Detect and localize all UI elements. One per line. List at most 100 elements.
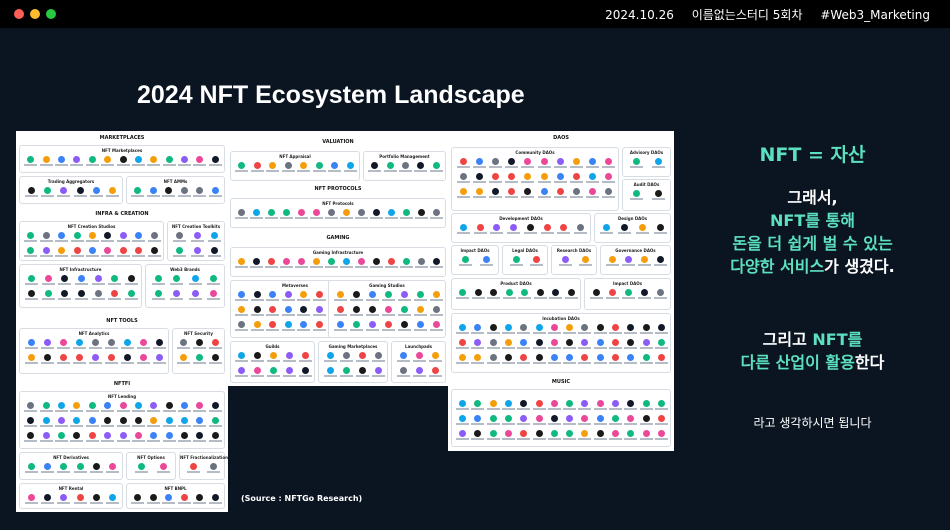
project-logo-icon xyxy=(282,367,296,377)
box-gaming-studios: Gaming Studios xyxy=(328,280,446,338)
project-logo-icon xyxy=(553,173,567,183)
box-design-daos: Design DAOs xyxy=(594,213,671,243)
box-title: Guilds xyxy=(265,344,280,349)
project-logo-icon xyxy=(593,400,607,410)
project-logo-icon xyxy=(570,188,583,198)
project-logo-icon xyxy=(70,247,84,257)
project-logo-icon xyxy=(177,494,191,504)
project-logo-icon xyxy=(529,256,543,266)
box-title: NFT AMMs xyxy=(163,179,188,184)
project-logo-icon xyxy=(593,430,607,440)
box-nft-amms: NFT AMMs xyxy=(126,176,225,204)
project-logo-icon xyxy=(489,158,502,168)
project-logo-icon xyxy=(131,494,145,504)
project-logo-icon xyxy=(40,354,54,364)
project-logo-icon xyxy=(430,209,443,219)
project-logo-icon xyxy=(578,324,592,334)
project-logo-icon xyxy=(532,415,546,425)
project-logo-icon xyxy=(177,187,191,197)
project-logo-icon xyxy=(54,432,68,442)
project-logo-icon xyxy=(88,354,102,364)
project-logo-icon xyxy=(517,324,531,334)
project-logo-icon xyxy=(517,354,531,364)
project-logo-icon xyxy=(456,158,470,168)
project-logo-icon xyxy=(471,289,485,299)
project-logo-icon xyxy=(639,339,653,349)
box-guilds: Guilds xyxy=(230,341,315,383)
project-logo-icon xyxy=(578,339,592,349)
box-nft-analytics: NFT Analytics xyxy=(19,328,169,374)
project-logo-icon xyxy=(297,306,311,316)
project-logo-icon xyxy=(540,224,554,234)
headline-text: NFT = 자산 xyxy=(759,144,866,166)
project-logo-icon xyxy=(609,354,622,364)
project-logo-icon xyxy=(297,162,311,172)
project-logo-icon xyxy=(75,290,88,300)
section-valuation: VALUATION xyxy=(322,139,354,145)
project-logo-icon xyxy=(547,339,561,349)
project-logo-icon xyxy=(521,188,535,198)
project-logo-icon xyxy=(502,339,515,349)
project-logo-icon xyxy=(570,173,583,183)
project-logo-icon xyxy=(586,158,600,168)
project-logo-icon xyxy=(413,367,426,377)
box-title: NFT Marketplaces xyxy=(101,148,143,153)
project-logo-icon xyxy=(396,367,410,377)
project-logo-icon xyxy=(429,321,443,331)
minimize-window-button[interactable] xyxy=(30,9,40,19)
project-logo-icon xyxy=(365,306,379,316)
project-logo-icon xyxy=(24,417,38,427)
project-logo-icon xyxy=(24,290,38,300)
project-logo-icon xyxy=(521,173,535,183)
project-logo-icon xyxy=(624,415,638,425)
project-logo-icon xyxy=(413,291,427,301)
project-logo-icon xyxy=(39,432,53,442)
project-logo-icon xyxy=(517,430,531,440)
section-nft-protocols: NFT PROTOCOLS xyxy=(314,186,362,192)
project-logo-icon xyxy=(235,367,249,377)
project-logo-icon xyxy=(208,156,222,166)
box-nft-protocols: NFT Protocols xyxy=(230,198,446,228)
project-logo-icon xyxy=(553,188,567,198)
project-logo-icon xyxy=(593,415,607,425)
section-infra-creation: INFRA & CREATION xyxy=(95,211,149,217)
box-title: NFT Derivatives xyxy=(53,455,89,460)
section-nft-tools: NFT TOOLS xyxy=(106,318,138,324)
box-title: NFT Lending xyxy=(107,394,137,399)
project-logo-icon xyxy=(250,306,264,316)
project-logo-icon xyxy=(339,352,353,362)
project-logo-icon xyxy=(186,463,200,473)
project-logo-icon xyxy=(131,432,145,442)
project-logo-icon xyxy=(106,494,120,504)
box-nft-derivatives: NFT Derivatives xyxy=(19,452,123,480)
project-logo-icon xyxy=(207,275,221,285)
project-logo-icon xyxy=(605,289,619,299)
close-window-button[interactable] xyxy=(14,9,24,19)
box-research-daos: Research DAOs xyxy=(551,245,597,275)
project-logo-icon xyxy=(609,339,622,349)
box-gaming-infrastructure: Gaming Infrastructure xyxy=(230,247,446,277)
project-logo-icon xyxy=(349,306,363,316)
project-logo-icon xyxy=(471,430,485,440)
project-logo-icon xyxy=(57,463,71,473)
box-trading-aggregators: Trading Aggregators xyxy=(19,176,123,204)
project-logo-icon xyxy=(162,402,176,412)
project-logo-icon xyxy=(147,432,161,442)
project-logo-icon xyxy=(235,162,249,172)
project-logo-icon xyxy=(90,494,103,504)
project-logo-icon xyxy=(40,339,54,349)
project-logo-icon xyxy=(125,275,139,285)
maximize-window-button[interactable] xyxy=(46,9,56,19)
project-logo-icon xyxy=(371,352,385,362)
project-logo-icon xyxy=(413,306,427,316)
project-logo-icon xyxy=(349,321,363,331)
project-logo-icon xyxy=(365,321,379,331)
project-logo-icon xyxy=(456,173,470,183)
project-logo-icon xyxy=(486,324,500,334)
project-logo-icon xyxy=(280,258,293,268)
project-logo-icon xyxy=(502,400,515,410)
project-logo-icon xyxy=(578,430,592,440)
project-logo-icon xyxy=(235,352,249,362)
project-logo-icon xyxy=(459,256,472,266)
project-logo-icon xyxy=(480,256,493,266)
